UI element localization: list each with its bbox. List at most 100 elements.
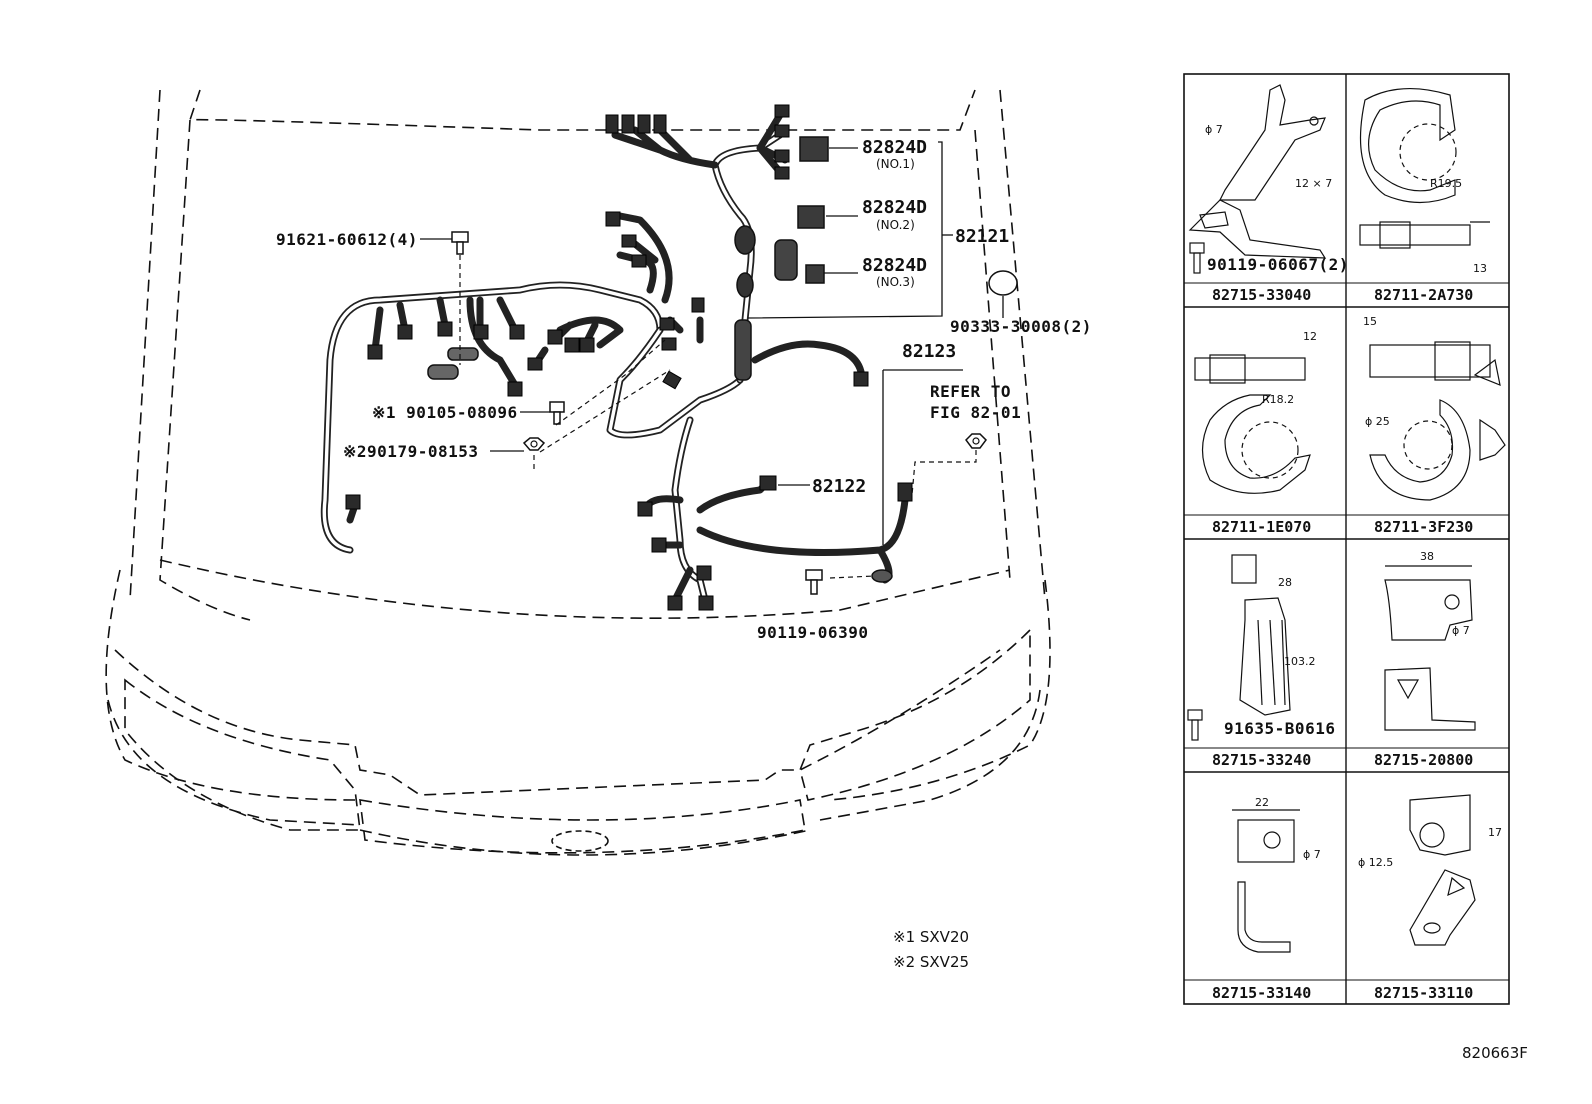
label-90119-06067: 90119-06067(2) (1207, 255, 1349, 274)
connector (437, 321, 453, 337)
dim-13-a: 13 (1473, 262, 1487, 275)
label-90105-08096: ※1 90105-08096 (372, 403, 518, 422)
connector (621, 114, 635, 134)
part-cell-82711-3F230: 15 ϕ 25 82711-3F230 (1363, 315, 1506, 536)
label-82824d-no1-sub: (NO.1) (876, 157, 915, 171)
label-90179-08153: ※290179-08153 (343, 442, 479, 461)
part-cell-82715-33110: 17 ϕ 12.5 82715-33110 (1358, 794, 1502, 1002)
caption-82715-33110: 82715-33110 (1374, 984, 1473, 1002)
connector (651, 537, 667, 553)
connector (698, 595, 714, 611)
label-90333-30008: 90333-30008(2) (950, 317, 1092, 336)
connector (527, 357, 543, 371)
caption-82715-33240: 82715-33240 (1212, 751, 1311, 769)
footnote-sxv20: ※1 SXV20 (893, 928, 969, 946)
caption-82715-20800: 82715-20800 (1374, 751, 1473, 769)
relay-no2 (797, 205, 825, 229)
dim-22: 22 (1255, 796, 1269, 809)
dim-phi12-5: ϕ 12.5 (1358, 856, 1393, 869)
bolt-icon (805, 569, 823, 595)
label-82824d-no3: 82824D (862, 255, 927, 276)
connector (662, 370, 682, 390)
clip-icon (965, 433, 987, 449)
relay-blocks (797, 136, 829, 284)
connector (564, 337, 580, 353)
connector (759, 475, 777, 491)
label-refer-to: REFER TO (930, 382, 1011, 401)
connector (605, 114, 619, 134)
caption-82711-3F230: 82711-3F230 (1374, 518, 1473, 536)
connector (659, 317, 675, 331)
label-fig-82-01: FIG 82-01 (930, 403, 1021, 422)
dim-phi25: ϕ 25 (1365, 415, 1390, 428)
caption-82715-33140: 82715-33140 (1212, 984, 1311, 1002)
bolt-icon (549, 401, 565, 425)
part-cell-82711-1E070: 12 R18.2 82711-1E070 (1194, 330, 1317, 536)
connector (696, 565, 712, 581)
dim-phi7-a: ϕ 7 (1205, 123, 1223, 136)
connector (661, 337, 677, 351)
connector (691, 297, 705, 313)
parts-table: ϕ 7 12 × 7 90119-06067(2) 82715-33040 R1… (1183, 73, 1510, 1005)
dim-28: 28 (1278, 576, 1292, 589)
dim-phi7-c: ϕ 7 (1303, 848, 1321, 861)
fasteners (451, 231, 1018, 595)
part-cell-82715-33140: 22 ϕ 7 82715-33140 (1212, 796, 1321, 1002)
part-cell-82715-33240: 28 103.2 91635-B0616 82715-33240 (1187, 554, 1335, 769)
figure-code: 820663F (1462, 1044, 1528, 1062)
connector (579, 337, 595, 353)
part-cell-82711-2A730: R19.5 13 82711-2A730 (1359, 88, 1490, 304)
connector (653, 114, 667, 134)
dim-15: 15 (1363, 315, 1377, 328)
dim-12: 12 (1303, 330, 1317, 343)
dashed-leaders (459, 255, 977, 579)
connector (897, 482, 913, 502)
label-82123: 82123 (902, 341, 956, 362)
footnotes: ※1 SXV20 ※2 SXV25 (893, 928, 969, 971)
connector (547, 329, 563, 345)
label-82121: 82121 (955, 226, 1009, 247)
label-82824d-no2: 82824D (862, 197, 927, 218)
dim-r19-5: R19.5 (1430, 177, 1462, 190)
relay-no1 (799, 136, 829, 162)
label-82824d-no1: 82824D (862, 137, 927, 158)
footnote-sxv25: ※2 SXV25 (893, 953, 969, 971)
connector (397, 324, 413, 340)
caption-82711-1E070: 82711-1E070 (1212, 518, 1311, 536)
connector (667, 595, 683, 611)
label-82824d-no3-sub: (NO.3) (876, 275, 915, 289)
dim-103-2: 103.2 (1284, 655, 1316, 668)
solid-leaders (420, 141, 1004, 545)
connector (367, 344, 383, 360)
label-91635-b0616: 91635-B0616 (1224, 719, 1335, 738)
bolt-icon (451, 231, 469, 255)
connector (774, 149, 790, 163)
label-90119-06390: 90119-06390 (757, 623, 868, 642)
relay-no3 (805, 264, 825, 284)
connector (853, 371, 869, 387)
nut-icon (522, 437, 546, 451)
dim-r18-2: R18.2 (1262, 393, 1294, 406)
label-82824d-no2-sub: (NO.2) (876, 218, 915, 232)
connector (509, 324, 525, 340)
connector (507, 381, 523, 397)
callout-labels: 82824D (NO.1) 82824D (NO.2) 82824D (NO.3… (276, 137, 1092, 642)
connector (473, 324, 489, 340)
connector (637, 501, 653, 517)
caption-82715-33040: 82715-33040 (1212, 286, 1311, 304)
part-cell-82715-20800: 38 ϕ 7 82715-20800 (1374, 550, 1476, 769)
connector (621, 234, 637, 248)
dim-17: 17 (1488, 826, 1502, 839)
dim-38: 38 (1420, 550, 1434, 563)
plug-icon (988, 270, 1018, 296)
caption-82711-2A730: 82711-2A730 (1374, 286, 1473, 304)
connector (637, 114, 651, 134)
car-body-outline (105, 89, 1051, 856)
dim-phi7-b: ϕ 7 (1452, 624, 1470, 637)
part-cell-82715-33040: ϕ 7 12 × 7 90119-06067(2) 82715-33040 (1188, 84, 1349, 304)
connector (345, 494, 361, 510)
wire-harness (320, 111, 909, 604)
connector (774, 166, 790, 180)
